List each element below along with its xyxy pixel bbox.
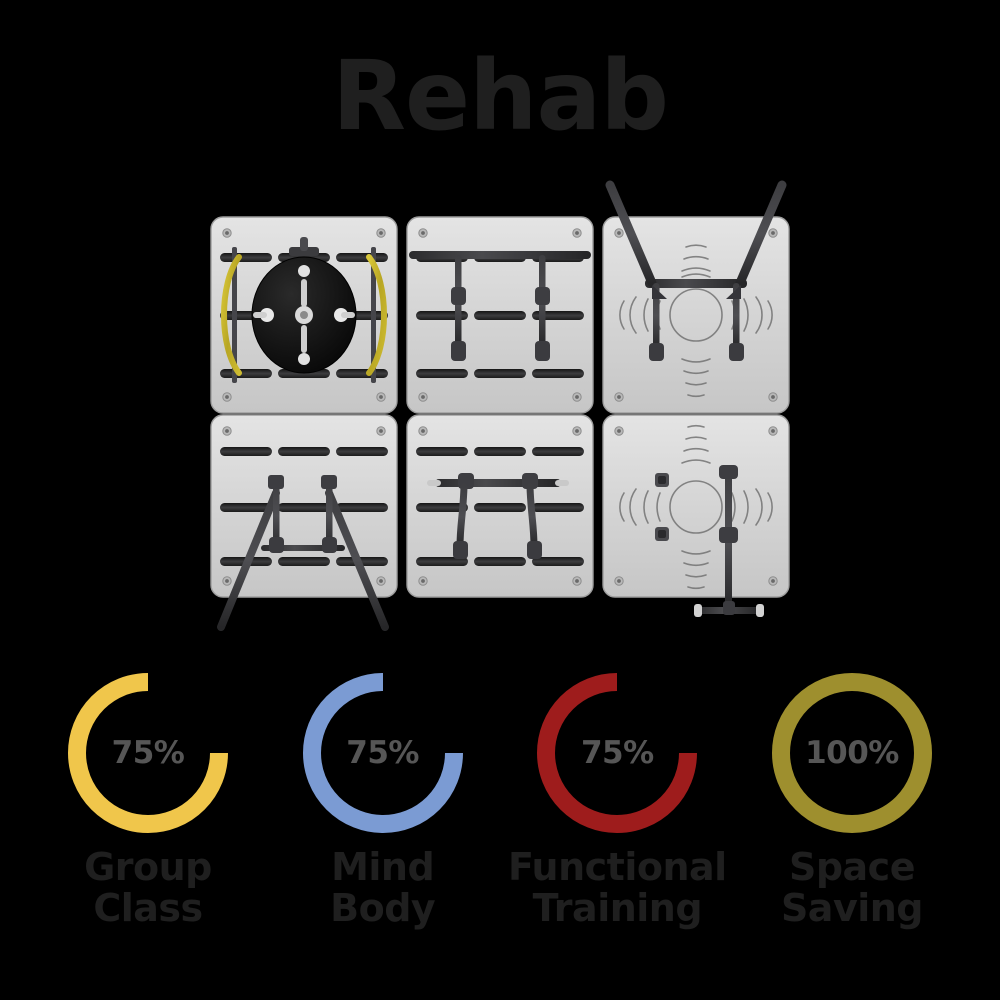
donut-arc-space-saving [771,673,932,834]
stat-group-class: 75% Group Class [48,665,248,929]
product-image [205,175,795,635]
donut-arc-mind-body [302,673,463,833]
donut-chart-group-class: 75% [60,665,236,841]
panel-top-center [406,216,594,414]
stats-row: 75% Group Class 75% Mind Body 75% Functi… [0,665,1000,965]
panel-bottom-right [602,414,790,617]
panel-bottom-center [406,414,594,598]
donut-value-group-class: 75% [111,735,185,771]
donut-chart-mind-body: 75% [295,665,471,841]
stat-space-saving: 100% Space Saving [752,665,952,929]
donut-chart-functional-training: 75% [529,665,705,841]
page-title: Rehab [332,40,669,152]
stat-mind-body: 75% Mind Body [283,665,483,929]
donut-value-functional-training: 75% [580,735,654,771]
stat-label-space-saving: Space Saving [780,845,924,931]
panel-top-right [602,180,790,414]
panel-bottom-left [210,414,398,631]
stat-label-mind-body: Mind Body [330,845,436,931]
donut-value-mind-body: 75% [346,735,419,771]
stat-label-group-class: Group Class [84,845,212,931]
panel-top-left [210,216,398,414]
stat-functional-training: 75% Functional Training [508,665,727,929]
fitness-panel-illustration [210,180,790,631]
stat-label-functional-training: Functional Training [507,845,727,931]
donut-chart-space-saving: 100% [764,665,940,841]
donut-arc-group-class [68,673,228,833]
donut-arc-functional-training [537,673,698,833]
donut-value-space-saving: 100% [805,735,899,771]
